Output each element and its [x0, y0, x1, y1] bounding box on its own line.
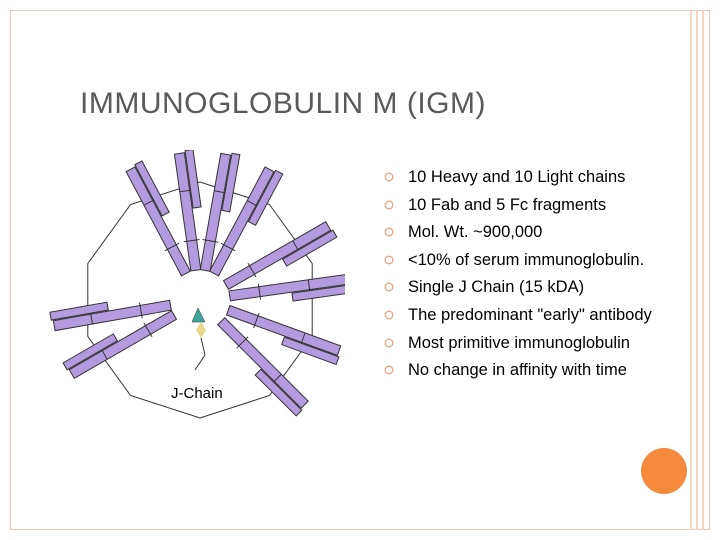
bullet-item: <10% of serum immunoglobulin.: [383, 248, 652, 276]
igm-pentamer: [50, 150, 345, 418]
circle-bullet-icon: [384, 227, 394, 237]
bullet-item: Most primitive immunoglobulin: [383, 331, 652, 359]
bullet-text: The predominant "early" antibody: [408, 306, 652, 324]
circle-bullet-icon: [384, 338, 394, 348]
frame-stripe: [690, 10, 692, 530]
bullet-text: Single J Chain (15 kDA): [408, 278, 584, 296]
bullet-text: 10 Heavy and 10 Light chains: [408, 168, 625, 186]
j-chain-tail: [195, 338, 205, 370]
bullet-text: Mol. Wt. ~900,000: [408, 223, 542, 241]
bullet-text: 10 Fab and 5 Fc fragments: [408, 196, 606, 214]
j-chain-label: J-Chain: [171, 385, 223, 402]
bullet-item: Mol. Wt. ~900,000: [383, 220, 652, 248]
bullet-text: Most primitive immunoglobulin: [408, 334, 630, 352]
bullet-item: No change in affinity with time: [383, 358, 652, 386]
heavy-chain-arm: [223, 303, 343, 365]
bullet-item: 10 Fab and 5 Fc fragments: [383, 193, 652, 221]
accent-dot: [641, 448, 687, 494]
bullet-item: Single J Chain (15 kDA): [383, 275, 652, 303]
circle-bullet-icon: [384, 200, 394, 210]
circle-bullet-icon: [384, 310, 394, 320]
frame-stripe: [696, 10, 698, 530]
j-chain-diamond: [196, 322, 206, 338]
bullet-text: <10% of serum immunoglobulin.: [408, 251, 644, 269]
bullet-item: 10 Heavy and 10 Light chains: [383, 165, 652, 193]
slide-title: IMMUNOGLOBULIN M (IGM): [80, 87, 486, 121]
circle-bullet-icon: [384, 172, 394, 182]
circle-bullet-icon: [384, 282, 394, 292]
circle-bullet-icon: [384, 255, 394, 265]
circle-bullet-icon: [384, 365, 394, 375]
bullet-text: No change in affinity with time: [408, 361, 627, 379]
frame-stripe: [702, 10, 704, 530]
bullet-list: 10 Heavy and 10 Light chains 10 Fab and 5…: [383, 165, 652, 386]
bullet-item: The predominant "early" antibody: [383, 303, 652, 331]
j-chain-triangle: [192, 308, 205, 322]
